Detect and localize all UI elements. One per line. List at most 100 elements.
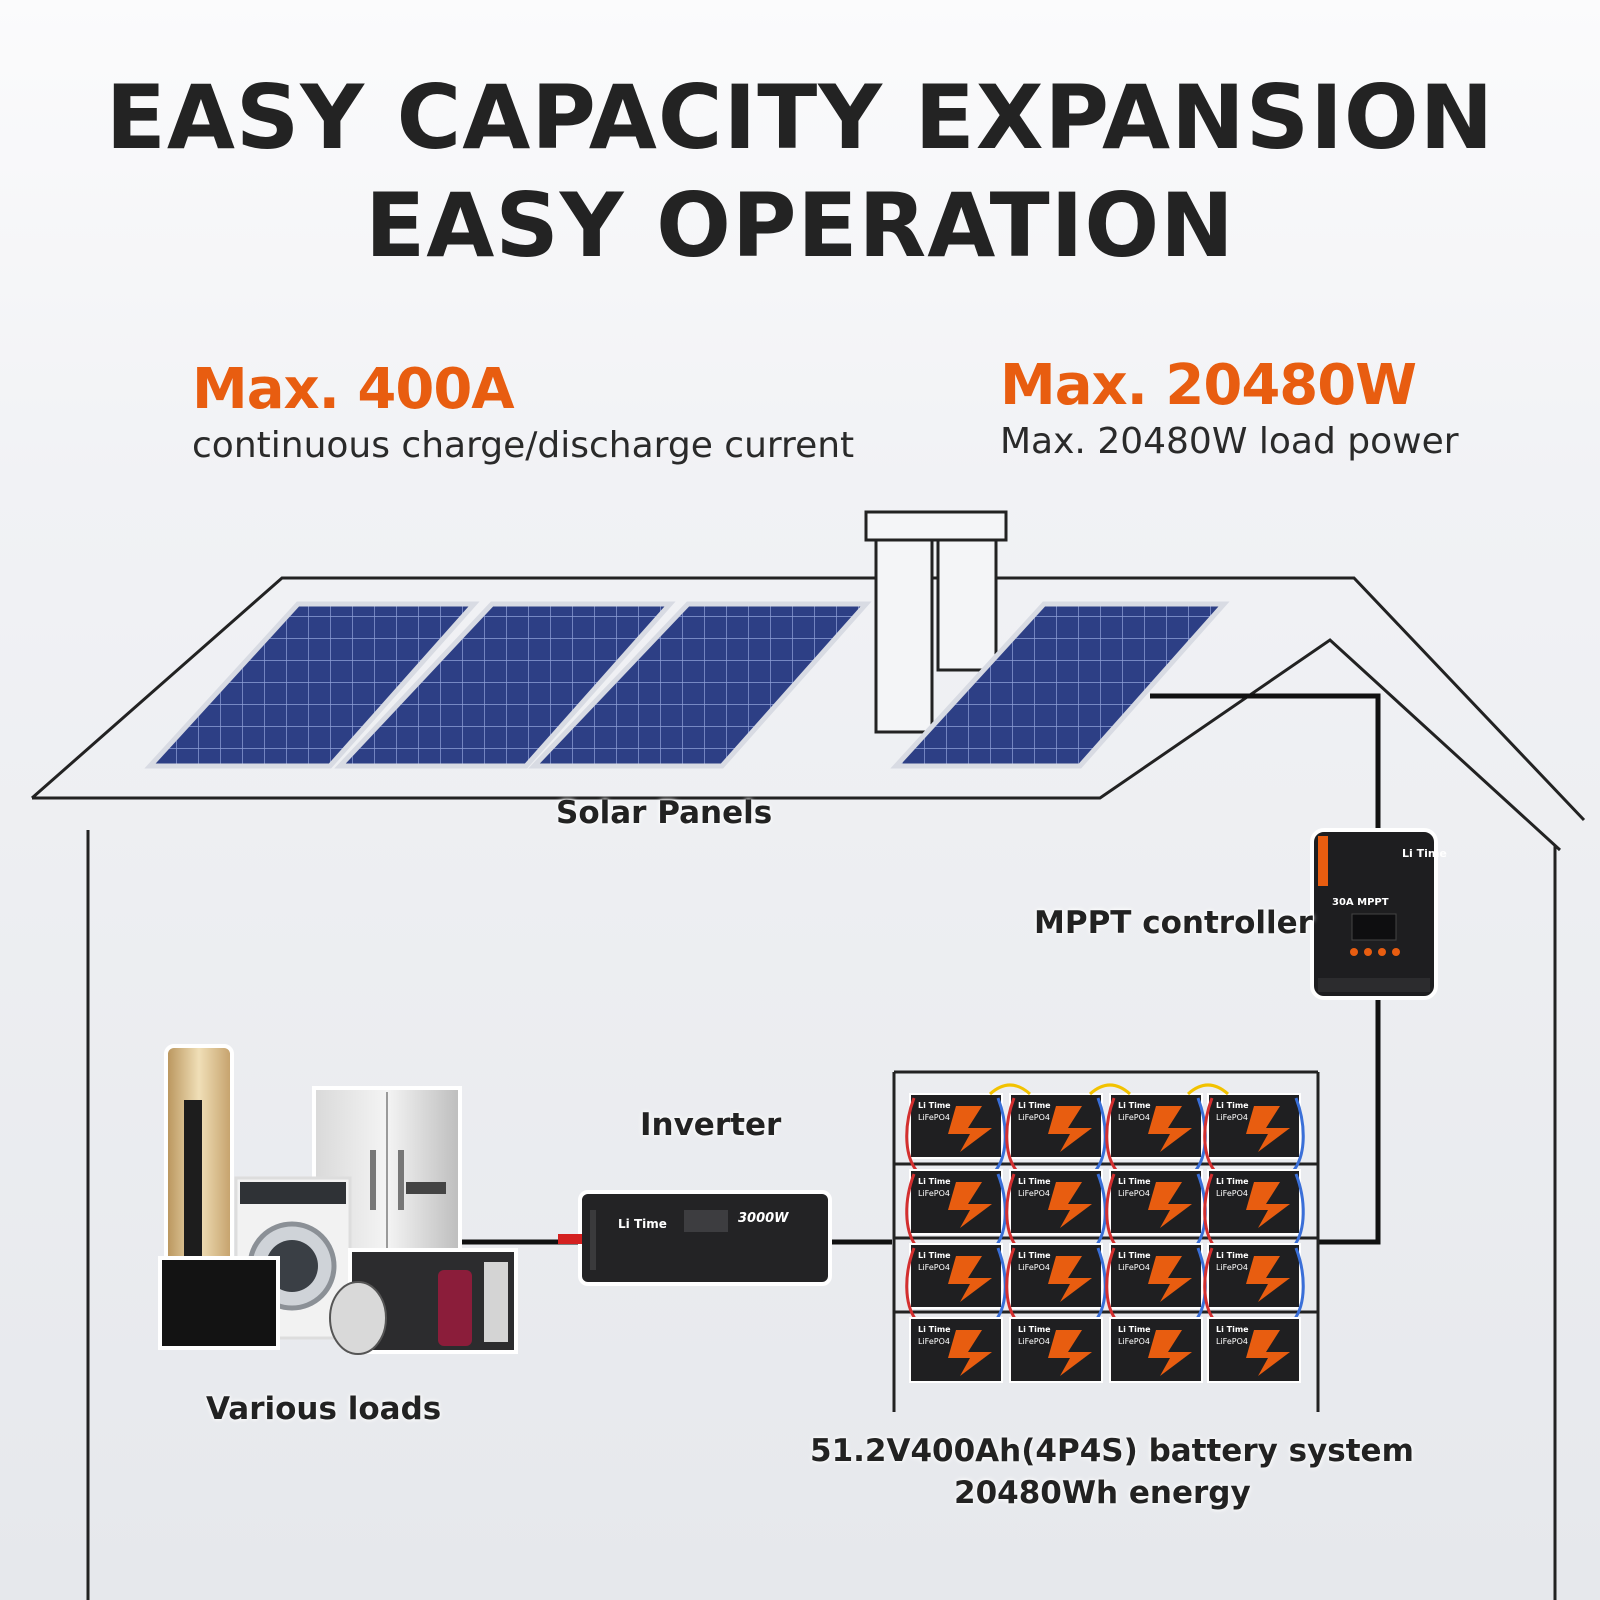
label-inverter: Inverter bbox=[640, 1107, 782, 1143]
solar-panel-4 bbox=[890, 601, 1230, 769]
negative-cable bbox=[1292, 1173, 1305, 1247]
stat-current-value: Max. 400A bbox=[192, 357, 515, 422]
parallel-jumper bbox=[1186, 1083, 1230, 1096]
battery-chemistry: LiFePO4 bbox=[1216, 1337, 1248, 1346]
television-icon bbox=[158, 1256, 280, 1350]
battery-brand: Li Time bbox=[1018, 1251, 1051, 1260]
battery-brand: Li Time bbox=[918, 1101, 951, 1110]
label-battery-energy: 20480Wh energy bbox=[954, 1475, 1251, 1511]
label-battery-system: 51.2V400Ah(4P4S) battery system bbox=[810, 1433, 1414, 1469]
wire-solar-to-mppt bbox=[1150, 693, 1381, 832]
solar-panels bbox=[144, 601, 1230, 769]
positive-cable bbox=[1005, 1247, 1018, 1321]
appliances bbox=[158, 1044, 518, 1355]
positive-cable bbox=[1203, 1097, 1216, 1171]
negative-cable bbox=[1094, 1097, 1107, 1171]
mppt-model: 30A MPPT bbox=[1332, 897, 1389, 908]
positive-cable bbox=[1203, 1247, 1216, 1321]
battery-chemistry: LiFePO4 bbox=[918, 1263, 950, 1272]
battery-brand: Li Time bbox=[918, 1251, 951, 1260]
negative-cable bbox=[994, 1097, 1007, 1171]
battery-rack bbox=[892, 1070, 1320, 1412]
roof-outline bbox=[31, 576, 1586, 822]
negative-cable bbox=[1094, 1247, 1107, 1321]
wire-mppt-to-battery bbox=[1318, 998, 1381, 1245]
battery-chemistry: LiFePO4 bbox=[1216, 1189, 1248, 1198]
solar-panel-2 bbox=[334, 601, 676, 769]
parallel-jumper bbox=[988, 1083, 1032, 1096]
negative-cable bbox=[1292, 1097, 1305, 1171]
house-outline bbox=[31, 576, 1586, 1600]
battery-chemistry: LiFePO4 bbox=[918, 1113, 950, 1122]
label-solar-panels: Solar Panels bbox=[556, 795, 773, 831]
battery-brand: Li Time bbox=[1216, 1101, 1249, 1110]
battery-chemistry: LiFePO4 bbox=[1216, 1263, 1248, 1272]
positive-cable bbox=[1005, 1173, 1018, 1247]
inverter-brand: Li Time bbox=[618, 1217, 667, 1231]
battery-brand: Li Time bbox=[1118, 1325, 1151, 1334]
battery-brand: Li Time bbox=[1018, 1325, 1051, 1334]
negative-cable bbox=[994, 1247, 1007, 1321]
rice-cooker-icon bbox=[329, 1281, 387, 1355]
inverter-unit: Li Time 3000W bbox=[558, 1190, 832, 1286]
parallel-jumper bbox=[1088, 1083, 1132, 1096]
stat-power-description: Max. 20480W load power bbox=[1000, 421, 1459, 462]
inverter-model: 3000W bbox=[738, 1211, 789, 1226]
headline-line-1: EASY CAPACITY EXPANSION bbox=[105, 66, 1495, 169]
battery-chemistry: LiFePO4 bbox=[1018, 1189, 1050, 1198]
battery-chemistry: LiFePO4 bbox=[1018, 1263, 1050, 1272]
positive-cable bbox=[1005, 1097, 1018, 1171]
battery-chemistry: LiFePO4 bbox=[1118, 1189, 1150, 1198]
positive-cable bbox=[905, 1247, 918, 1321]
positive-cable bbox=[1105, 1173, 1118, 1247]
positive-cable bbox=[1105, 1097, 1118, 1171]
battery-brand: Li Time bbox=[1216, 1177, 1249, 1186]
chimney bbox=[864, 510, 1008, 734]
negative-cable bbox=[1292, 1247, 1305, 1321]
battery-brand: Li Time bbox=[918, 1325, 951, 1334]
roof-eave-line bbox=[32, 638, 1562, 852]
battery-chemistry: LiFePO4 bbox=[1118, 1113, 1150, 1122]
negative-cable bbox=[994, 1173, 1007, 1247]
negative-cable bbox=[1094, 1173, 1107, 1247]
battery-brand: Li Time bbox=[1118, 1251, 1151, 1260]
mppt-brand: Li Time bbox=[1402, 847, 1447, 860]
label-mppt-controller: MPPT controller bbox=[1034, 905, 1313, 941]
battery-brand: Li Time bbox=[1216, 1325, 1249, 1334]
positive-cable bbox=[1203, 1173, 1216, 1247]
battery-brand: Li Time bbox=[1018, 1177, 1051, 1186]
battery-chemistry: LiFePO4 bbox=[1118, 1337, 1150, 1346]
solar-panel-1 bbox=[144, 601, 480, 769]
battery-brand: Li Time bbox=[1118, 1177, 1151, 1186]
positive-cable bbox=[905, 1173, 918, 1247]
battery-chemistry: LiFePO4 bbox=[918, 1337, 950, 1346]
blender-icon bbox=[438, 1270, 472, 1346]
battery-brand: Li Time bbox=[1216, 1251, 1249, 1260]
battery-chemistry: LiFePO4 bbox=[1018, 1113, 1050, 1122]
solar-panel-3 bbox=[528, 601, 872, 769]
battery-brand: Li Time bbox=[918, 1177, 951, 1186]
battery-chemistry: LiFePO4 bbox=[1118, 1263, 1150, 1272]
headline-line-2: EASY OPERATION bbox=[365, 174, 1235, 277]
label-various-loads: Various loads bbox=[206, 1391, 442, 1427]
battery-chemistry: LiFePO4 bbox=[918, 1189, 950, 1198]
positive-cable bbox=[1105, 1247, 1118, 1321]
positive-cable bbox=[905, 1097, 918, 1171]
